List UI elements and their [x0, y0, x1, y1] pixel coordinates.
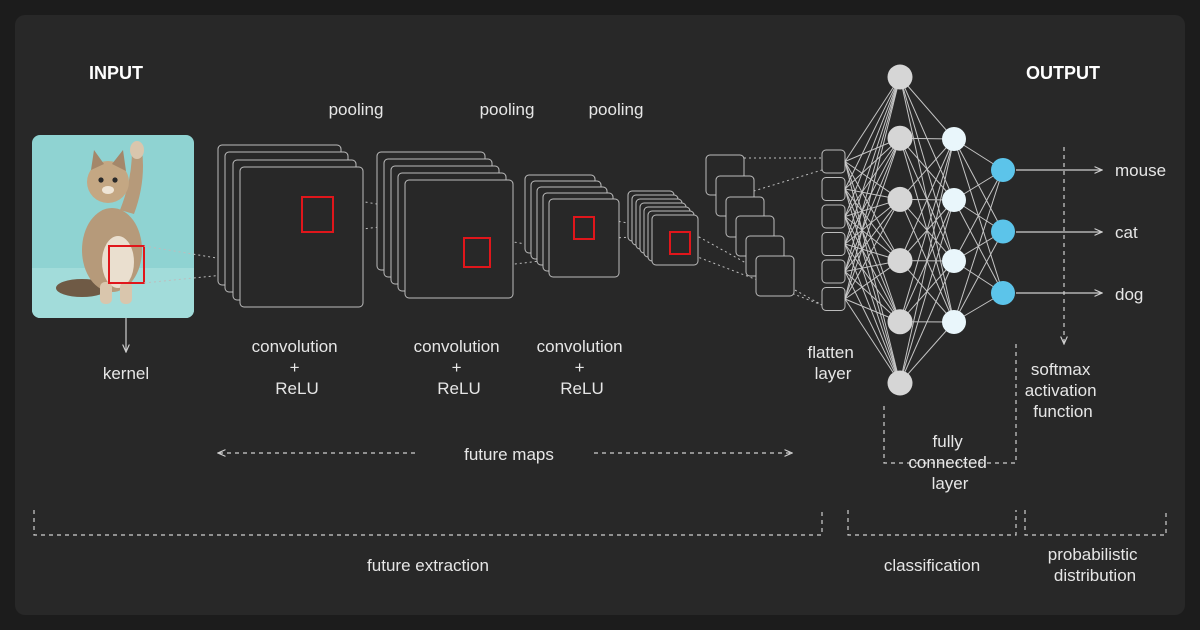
output-node — [991, 219, 1015, 244]
conv-1-kernel-box — [301, 196, 334, 233]
section-classification: classification — [884, 556, 980, 575]
conv-label-3: convolution + ReLU — [537, 337, 628, 398]
hidden-node — [942, 127, 966, 151]
output-node — [991, 158, 1015, 182]
pooling-label-1: pooling — [329, 100, 384, 119]
conv-label-1: convolution + ReLU — [252, 337, 343, 398]
diagram-panel — [15, 15, 1185, 615]
section-brackets — [33, 510, 1167, 536]
feature-maps-label: future maps — [464, 445, 554, 464]
flatten-cell — [821, 259, 846, 284]
pool-kernel-box — [669, 231, 691, 255]
flatten-cell — [821, 149, 846, 174]
fully-connected-label: fully connected layer — [908, 432, 991, 493]
flatten-cell — [821, 177, 846, 201]
conv-stack-2 — [376, 151, 514, 299]
hidden-node — [942, 188, 966, 212]
feature-map-cascade — [705, 154, 795, 297]
input-node — [887, 370, 913, 396]
flatten-cell — [821, 204, 846, 229]
conv-stack-1 — [217, 144, 364, 308]
output-node — [991, 281, 1015, 305]
output-label-dog: dog — [1115, 285, 1143, 304]
section-feature-extraction: future extraction — [367, 556, 489, 575]
conv-stack-3 — [524, 174, 620, 278]
input-node — [887, 64, 913, 90]
flatten-layer — [821, 149, 846, 311]
input-heading: INPUT — [89, 63, 143, 83]
output-label-cat: cat — [1115, 223, 1138, 242]
pooling-label-2: pooling — [480, 100, 535, 119]
kernel-label: kernel — [103, 364, 149, 383]
flatten-cell — [821, 287, 846, 311]
network-nodes — [887, 64, 1015, 396]
flatten-label: flatten layer — [807, 343, 858, 383]
output-heading: OUTPUT — [1026, 63, 1100, 83]
input-node — [887, 186, 913, 212]
network-connections — [844, 76, 1004, 384]
pooling-label-3: pooling — [589, 100, 644, 119]
input-image — [32, 135, 194, 318]
kitten-head — [87, 161, 129, 203]
output-label-mouse: mouse — [1115, 161, 1166, 180]
conv-2-kernel-box — [463, 237, 491, 268]
conv-3-kernel-box — [573, 216, 595, 240]
output-arrows — [1016, 170, 1102, 293]
hidden-node — [942, 249, 966, 273]
input-kernel-box — [108, 245, 145, 284]
flatten-cell — [821, 232, 846, 256]
hidden-node — [942, 310, 966, 334]
input-node — [887, 125, 913, 151]
conv-label-2: convolution + ReLU — [414, 337, 505, 398]
input-node — [887, 309, 913, 335]
section-probabilistic: probabilistic distribution — [1048, 545, 1143, 585]
fully-connected-bracket — [883, 341, 1017, 464]
softmax-label: softmax activation function — [1025, 360, 1102, 421]
input-node — [887, 248, 913, 274]
kitten-raised-paw — [120, 150, 143, 214]
